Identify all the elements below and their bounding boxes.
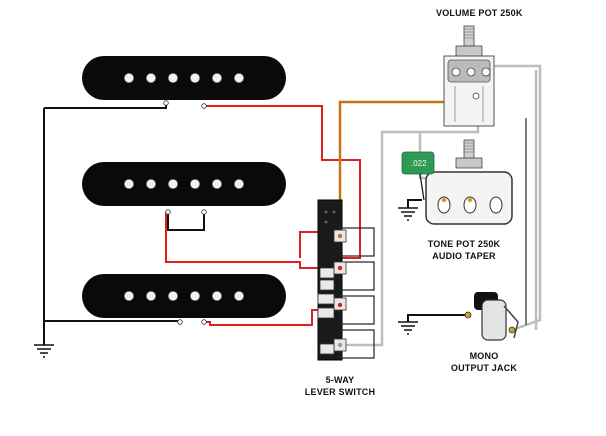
tone-pot: .022 TONE POT 250K AUDIO TAPER xyxy=(401,139,513,261)
neck-pickup-body xyxy=(82,56,286,100)
capacitor-body xyxy=(401,151,435,175)
tone-pot-nut xyxy=(455,157,483,169)
neck-pickup-ground-lug xyxy=(163,100,169,106)
switch-lugs xyxy=(317,267,335,355)
middle-pickup-ground-wire xyxy=(167,212,205,231)
middle-hot-wire xyxy=(165,212,332,269)
potentiometer-icon xyxy=(425,139,513,225)
tone-pot-lugs xyxy=(437,196,503,214)
volume-pot: VOLUME POT 250K xyxy=(436,8,523,127)
lever-switch-icon xyxy=(317,199,375,361)
switch-subtitle: LEVER SWITCH xyxy=(305,387,375,397)
output-jack: MONO OUTPUT JACK xyxy=(451,292,519,373)
capacitor-icon: .022 xyxy=(401,151,435,201)
switch-label: 5-WAY xyxy=(326,375,355,385)
bridge-pickup-ground-wire xyxy=(44,320,181,322)
neck-pickup-ground-wire xyxy=(44,103,167,109)
pole-pieces xyxy=(124,291,244,301)
jack-body xyxy=(481,299,507,341)
jack-tip-lug xyxy=(508,326,516,334)
tone-pot-label: TONE POT 250K xyxy=(428,239,501,249)
ground-symbol-icon xyxy=(398,207,418,221)
bridge-pickup-ground-lug xyxy=(177,319,183,325)
pole-pieces xyxy=(124,73,244,83)
neck-pickup xyxy=(82,56,286,109)
switch-dots xyxy=(324,210,336,224)
bridge-hot-wire xyxy=(204,309,340,326)
capacitor-value: .022 xyxy=(411,159,427,168)
middle-pickup xyxy=(82,162,286,215)
ground-symbol-icon xyxy=(398,321,418,335)
jack-sleeve-lug xyxy=(464,311,472,319)
middle-pickup-body xyxy=(82,162,286,206)
middle-pickup-ground-lug xyxy=(165,209,171,215)
bridge-pickup-body xyxy=(82,274,286,318)
switch-solder-points xyxy=(337,233,343,348)
bridge-pickup-hot-lug xyxy=(201,319,207,325)
jack-tip-spring xyxy=(503,305,519,339)
volume-pot-wiper xyxy=(472,92,480,100)
jack-icon xyxy=(464,292,519,341)
pole-pieces xyxy=(124,179,244,189)
middle-pickup-hot-lug xyxy=(201,209,207,215)
bridge-pickup xyxy=(82,274,286,325)
tone-ground-wire xyxy=(407,199,422,208)
volume-pot-lugs xyxy=(451,67,491,77)
volume-pot-nut xyxy=(455,45,483,57)
potentiometer-icon xyxy=(443,25,495,127)
switch-rails xyxy=(339,227,375,359)
ground-symbol-icon xyxy=(34,344,54,358)
jack-ground-wire xyxy=(407,314,468,322)
tone-pot-subtitle: AUDIO TAPER xyxy=(432,251,496,261)
jack-label: MONO xyxy=(470,351,499,361)
jack-subtitle: OUTPUT JACK xyxy=(451,363,518,373)
neck-pickup-hot-lug xyxy=(201,103,207,109)
volume-pot-label: VOLUME POT 250K xyxy=(436,8,523,18)
